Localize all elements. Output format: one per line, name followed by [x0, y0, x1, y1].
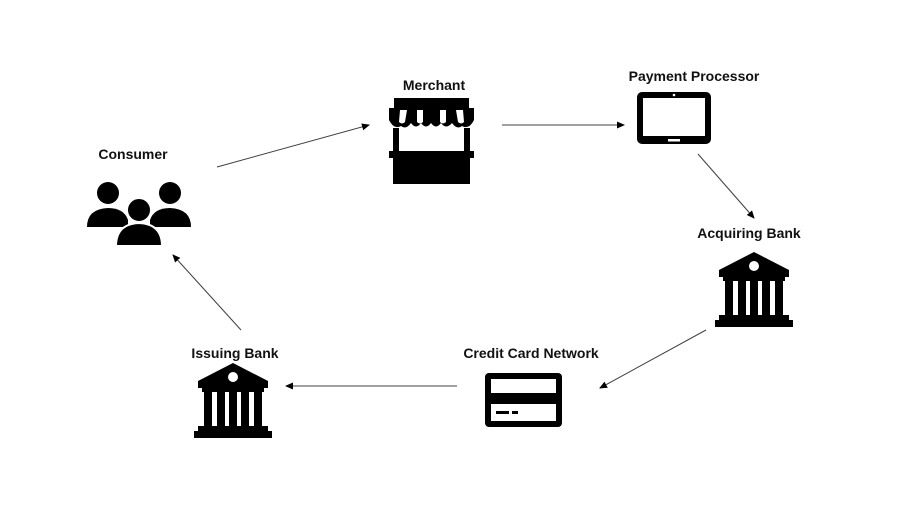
storefront-icon — [389, 98, 474, 184]
bank-building-icon — [715, 252, 793, 327]
label-consumer: Consumer — [98, 146, 168, 162]
label-issuing-bank: Issuing Bank — [191, 345, 279, 361]
bank-building-icon — [194, 363, 272, 438]
tablet-icon — [637, 92, 711, 144]
people-group-icon — [86, 180, 192, 246]
label-payment-processor: Payment Processor — [628, 68, 760, 84]
label-merchant: Merchant — [402, 77, 466, 93]
arrow-issuing-bank-to-consumer — [172, 254, 242, 331]
arrow-acquiring-bank-to-credit-card-network — [599, 329, 707, 389]
arrow-consumer-to-merchant — [216, 123, 370, 168]
label-credit-card-network: Credit Card Network — [463, 345, 599, 361]
arrow-payment-processor-to-acquiring-bank — [697, 153, 755, 219]
credit-card-icon — [485, 373, 562, 427]
label-acquiring-bank: Acquiring Bank — [697, 225, 801, 241]
